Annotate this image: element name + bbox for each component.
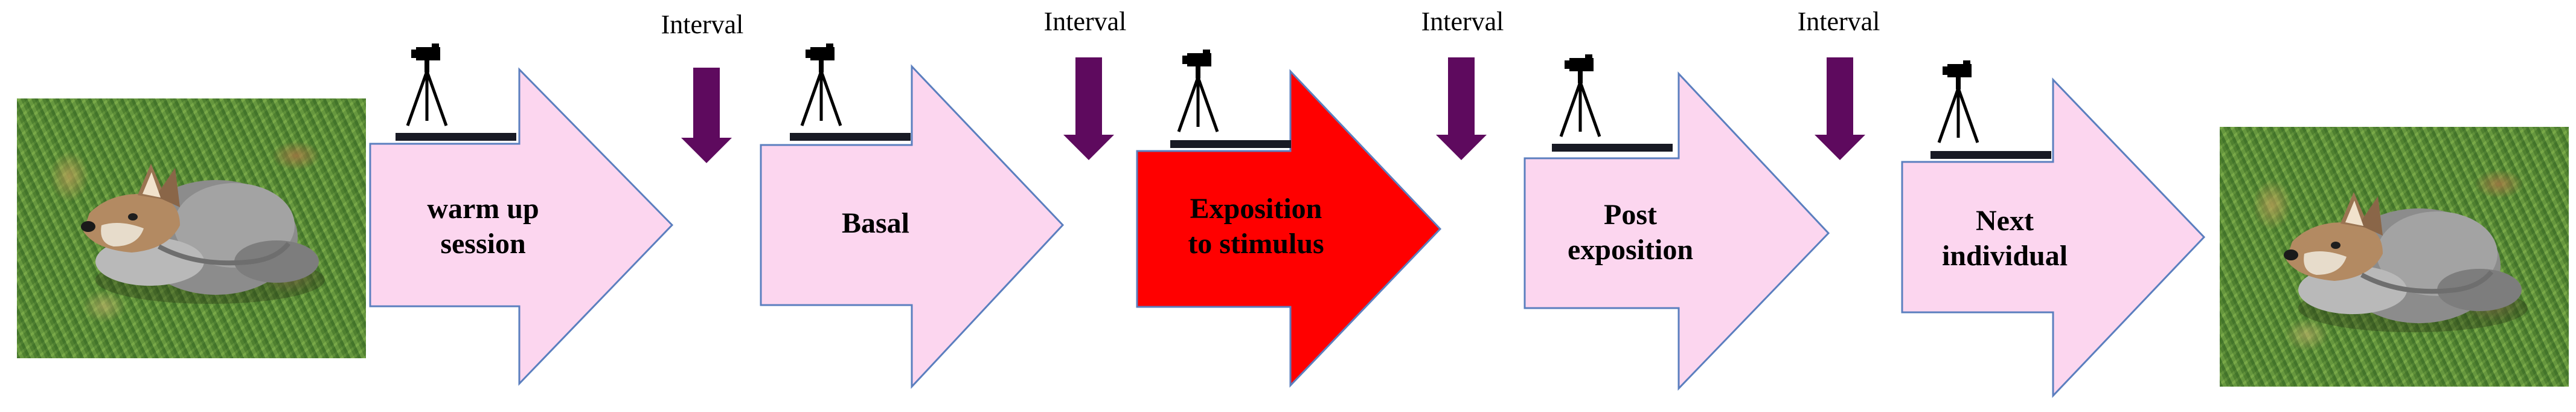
camera-tripod-icon [406, 43, 448, 126]
interval-label: Interval [1421, 7, 1504, 36]
step-arrow-exposition [1136, 69, 1442, 388]
step-label-line: exposition [1567, 234, 1694, 266]
step-label-warm-up: warm up session [386, 175, 580, 278]
camera-screen-strip [1930, 151, 2051, 159]
step-label-line: Basal [841, 207, 910, 240]
step-label-line: warm up [427, 193, 539, 225]
step-label-line: Post [1604, 199, 1657, 231]
step-label-post-exposition: Post exposition [1534, 181, 1727, 284]
step-label-line: session [440, 228, 526, 260]
fox-photo-right [2220, 127, 2569, 387]
camera-tripod-icon [800, 43, 842, 126]
step-arrow-warm-up [369, 67, 674, 386]
interval-label: Interval [1043, 7, 1127, 36]
step-label-basal: Basal [779, 187, 972, 260]
camera-screen-strip [396, 133, 516, 141]
step-label-line: to stimulus [1188, 228, 1324, 260]
camera-screen-strip [790, 133, 911, 141]
camera-tripod-icon [1559, 54, 1601, 137]
interval-label: Interval [1797, 7, 1880, 36]
down-arrow-icon [1436, 57, 1487, 160]
down-arrow-icon [1815, 57, 1865, 160]
step-arrow-next-individual [1901, 77, 2206, 398]
fox-illustration [2284, 192, 2528, 332]
down-arrow-icon [681, 68, 732, 163]
step-label-line: individual [1941, 240, 2068, 272]
interval-label: Interval [661, 10, 744, 39]
step-arrow-basal [760, 64, 1065, 389]
down-arrow-icon [1063, 57, 1114, 160]
camera-screen-strip [1552, 144, 1673, 152]
camera-tripod-icon [1937, 60, 1979, 143]
fox-illustration [81, 164, 325, 304]
step-label-next-individual: Next individual [1908, 187, 2101, 290]
step-label-exposition: Exposition to stimulus [1147, 175, 1365, 278]
camera-tripod-icon [1177, 50, 1219, 132]
step-label-line: Exposition [1190, 193, 1322, 225]
step-label-line: Next [1976, 205, 2034, 237]
fox-photo-left [17, 98, 366, 358]
camera-screen-strip [1170, 140, 1291, 148]
step-arrow-post-exposition [1523, 71, 1830, 391]
